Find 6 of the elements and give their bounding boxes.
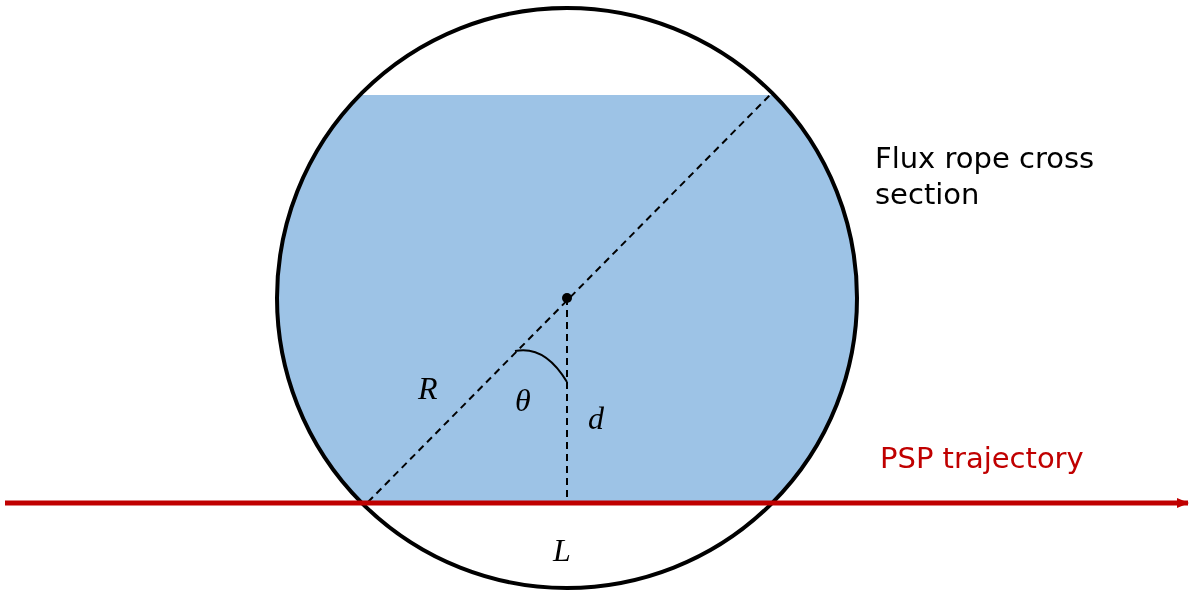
distance-label: d — [588, 399, 604, 438]
trajectory-label: PSP trajectory — [880, 440, 1084, 477]
radius-label: R — [418, 369, 438, 408]
caption-text: Flux rope cross section — [875, 140, 1096, 213]
angle-label: θ — [515, 381, 531, 420]
chord-label: L — [553, 531, 571, 570]
